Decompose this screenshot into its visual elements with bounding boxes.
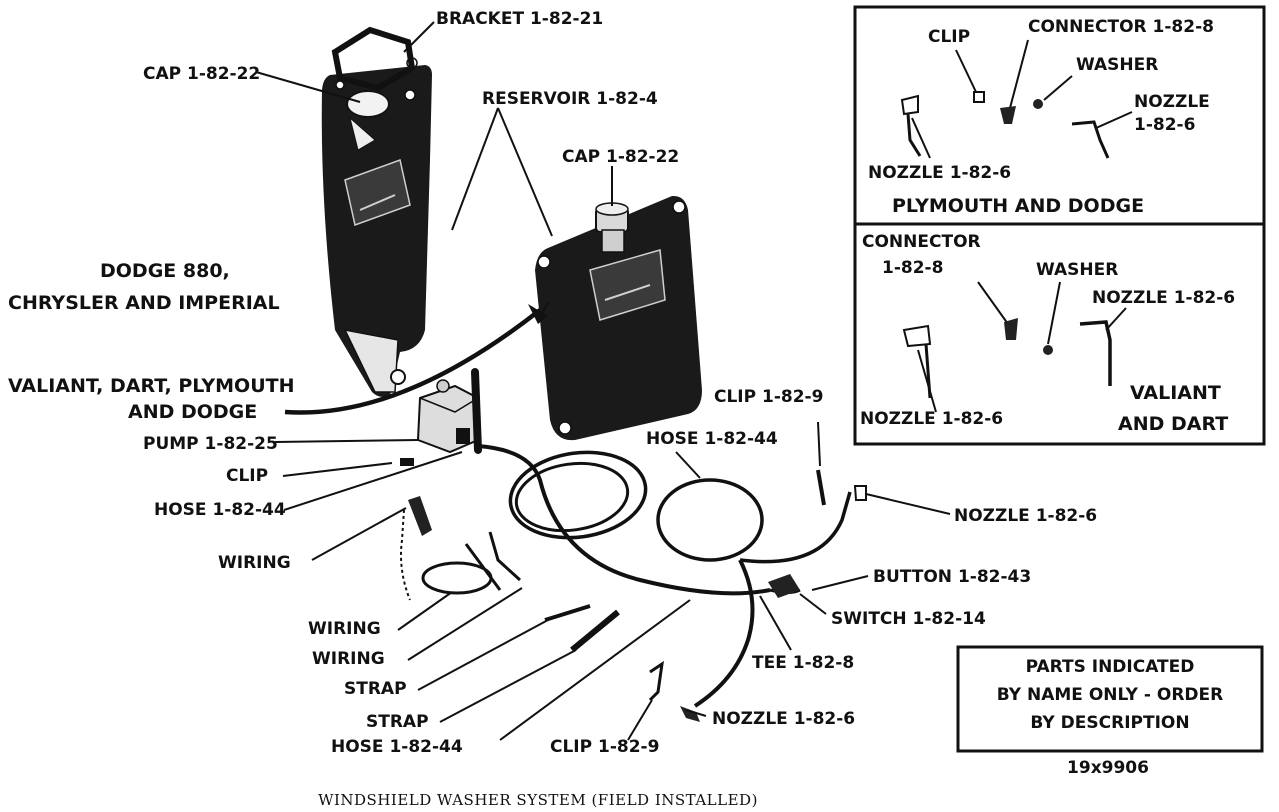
label-dodge-880-line2: CHRYSLER AND IMPERIAL bbox=[8, 292, 280, 314]
hose-lines bbox=[284, 308, 852, 708]
label-wiring-1: WIRING bbox=[218, 553, 291, 573]
label-cap-left: CAP 1-82-22 bbox=[143, 64, 260, 84]
label-hose-bottom: HOSE 1-82-44 bbox=[331, 737, 463, 757]
note-box: PARTS INDICATED BY NAME ONLY - ORDER BY … bbox=[956, 645, 1264, 753]
label-nozzle-right: NOZZLE 1-82-6 bbox=[954, 506, 1097, 526]
note-line-1: PARTS INDICATED bbox=[1026, 657, 1195, 677]
inset-plymouth-washer: WASHER bbox=[1076, 55, 1158, 75]
diagram-caption: WINDSHIELD WASHER SYSTEM (FIELD INSTALLE… bbox=[318, 791, 758, 809]
inset-valiant-title-line1: VALIANT bbox=[1130, 382, 1221, 404]
label-hose-pump: HOSE 1-82-44 bbox=[154, 500, 286, 520]
label-wiring-3: WIRING bbox=[312, 649, 385, 669]
label-reservoir: RESERVOIR 1-82-4 bbox=[482, 89, 658, 109]
inset-valiant-connector-line1: CONNECTOR bbox=[862, 232, 981, 252]
figure-number: 19x9906 bbox=[1067, 758, 1149, 778]
label-bracket: BRACKET 1-82-21 bbox=[436, 9, 603, 29]
inset-plymouth-connector: CONNECTOR 1-82-8 bbox=[1028, 17, 1214, 37]
inset-plymouth-clip: CLIP bbox=[928, 27, 970, 47]
cap-right-part bbox=[595, 202, 629, 253]
inset-plymouth-nozzle-r-line2: 1-82-6 bbox=[1134, 115, 1195, 135]
label-strap-1: STRAP bbox=[344, 679, 407, 699]
inset-valiant-nozzle-r: NOZZLE 1-82-6 bbox=[1092, 288, 1235, 308]
label-strap-2: STRAP bbox=[366, 712, 429, 732]
pump-part bbox=[416, 368, 482, 454]
label-pump: PUMP 1-82-25 bbox=[143, 434, 278, 454]
inset-panel-valiant: CONNECTOR 1-82-8 WASHER NOZZLE 1-82-6 NO… bbox=[860, 232, 1235, 435]
inset-valiant-nozzle-l: NOZZLE 1-82-6 bbox=[860, 409, 1003, 429]
label-switch: SWITCH 1-82-14 bbox=[831, 609, 986, 629]
inset-valiant-washer: WASHER bbox=[1036, 260, 1118, 280]
inset-plymouth-title: PLYMOUTH AND DODGE bbox=[892, 195, 1144, 217]
inset-plymouth-nozzle-l: NOZZLE 1-82-6 bbox=[868, 163, 1011, 183]
cap-left-part bbox=[346, 90, 390, 151]
reservoir-tall bbox=[321, 57, 432, 397]
inset-valiant-connector-line2: 1-82-8 bbox=[882, 258, 943, 278]
label-hose-top: HOSE 1-82-44 bbox=[646, 429, 778, 449]
label-valiant-line1: VALIANT, DART, PLYMOUTH bbox=[8, 375, 295, 397]
inset-valiant-title-line2: AND DART bbox=[1118, 413, 1228, 435]
leader-lines bbox=[255, 21, 951, 741]
bracket-part bbox=[331, 26, 416, 92]
label-valiant-line2: AND DODGE bbox=[128, 401, 257, 423]
label-dodge-880-line1: DODGE 880, bbox=[100, 260, 230, 282]
label-clip: CLIP bbox=[226, 466, 268, 486]
note-line-3: BY DESCRIPTION bbox=[1030, 713, 1189, 733]
label-clip-top: CLIP 1-82-9 bbox=[714, 387, 823, 407]
small-parts bbox=[400, 458, 867, 722]
inset-panel-plymouth: CLIP CONNECTOR 1-82-8 WASHER NOZZLE 1-82… bbox=[853, 5, 1266, 446]
arrowhead bbox=[528, 304, 548, 324]
note-line-2: BY NAME ONLY - ORDER bbox=[997, 685, 1224, 705]
label-cap-right: CAP 1-82-22 bbox=[562, 147, 679, 167]
label-clip-bottom: CLIP 1-82-9 bbox=[550, 737, 659, 757]
label-nozzle-bottom: NOZZLE 1-82-6 bbox=[712, 709, 855, 729]
inset-plymouth-nozzle-r-line1: NOZZLE bbox=[1134, 92, 1210, 112]
reservoir-flat bbox=[535, 195, 702, 441]
label-button: BUTTON 1-82-43 bbox=[873, 567, 1031, 587]
label-wiring-2: WIRING bbox=[308, 619, 381, 639]
label-tee: TEE 1-82-8 bbox=[752, 653, 854, 673]
